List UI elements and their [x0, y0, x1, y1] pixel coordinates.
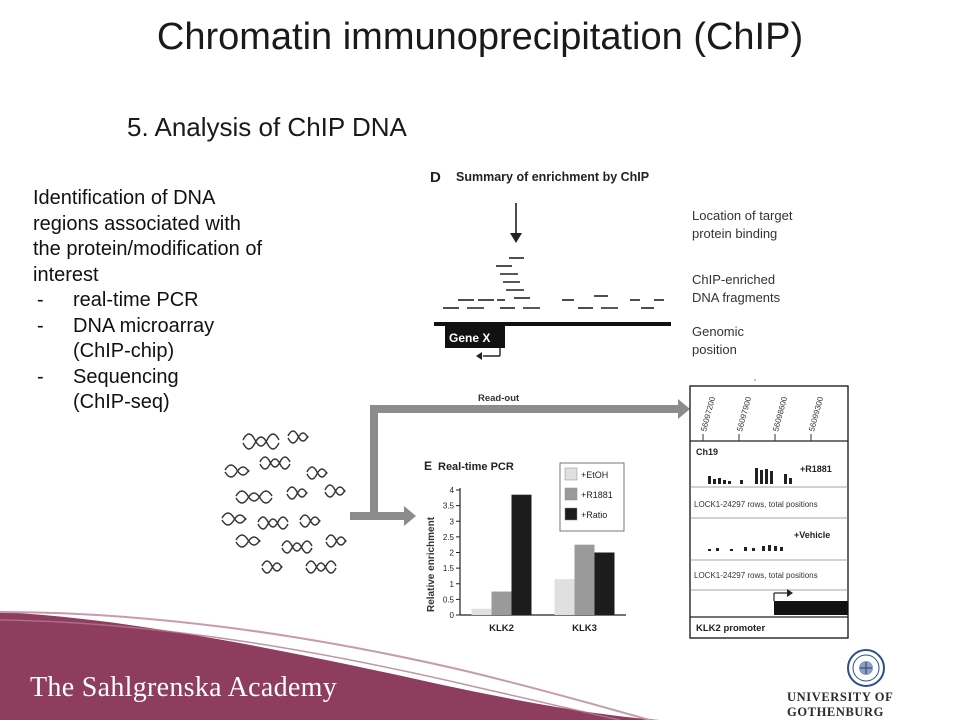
- bullet-item: - real-time PCR: [33, 288, 353, 314]
- university-seal-icon: [847, 649, 885, 687]
- legend-swatch: [564, 467, 578, 481]
- body-line: interest: [33, 263, 99, 286]
- tss-arrow-icon: [476, 348, 501, 360]
- y-tick-label: 4: [450, 486, 455, 495]
- x-tick-label: KLK2: [489, 623, 514, 634]
- bar-klk3-1: [574, 544, 595, 615]
- bullet-continuation: (ChIP-seq): [73, 391, 170, 413]
- label-target: Location of target: [692, 208, 793, 223]
- bullet-dash: -: [37, 365, 44, 388]
- bullet-text: Sequencing: [73, 365, 179, 388]
- gene-box: [445, 326, 505, 348]
- bullet-dash: -: [37, 289, 44, 311]
- bar-klk3-2: [594, 552, 615, 615]
- label-target: protein binding: [692, 226, 777, 241]
- chrom-label: Ch19: [696, 447, 718, 457]
- university-name: UNIVERSITY OF GOTHENBURG: [787, 690, 893, 719]
- academy-name: The Sahlgrenska Academy: [30, 672, 338, 703]
- gene-label: Gene X: [449, 331, 490, 345]
- panel-d-heading: Summary of enrichment by ChIP: [456, 170, 649, 184]
- promoter-block: [774, 601, 848, 615]
- rows-label: LOCK1-24297 rows, total positions: [694, 500, 818, 509]
- chart-legend: +EtOH +R1881 +Ratio: [559, 462, 625, 532]
- genomic-line: [434, 322, 671, 326]
- legend-label: +R1881: [581, 490, 613, 500]
- promoter-arrow-icon: [773, 589, 793, 601]
- bar-klk2-0: [471, 608, 492, 615]
- legend-swatch: [564, 487, 578, 501]
- bullet-dash: -: [37, 314, 44, 337]
- bullet-continuation: (ChIP-chip): [73, 340, 175, 362]
- bar-klk2-1: [491, 591, 512, 615]
- position-ticks: [702, 434, 812, 441]
- vehicle-label: +Vehicle: [794, 530, 830, 540]
- chart-title: Real-time PCR: [438, 461, 514, 473]
- label-fragments: ChIP-enriched: [692, 272, 775, 287]
- readout-arrows: [350, 399, 690, 526]
- x-tick-label: KLK3: [572, 623, 597, 634]
- tracks-frame: [689, 385, 849, 639]
- y-tick-label: 1: [450, 580, 455, 589]
- panel-e-letter: E: [424, 459, 432, 473]
- body-line: the protein/modification of: [33, 238, 263, 260]
- label-genomic: position: [692, 342, 737, 357]
- y-tick-label: 0: [450, 611, 455, 620]
- bullet-item: - Sequencing: [33, 365, 353, 391]
- bullet-text: real-time PCR: [73, 289, 199, 311]
- y-tick-label: 2: [450, 549, 455, 558]
- bullet-item: - DNA microarray: [33, 314, 353, 340]
- y-axis-label: Relative enrichment: [426, 516, 437, 612]
- r1881-track: [708, 468, 792, 484]
- chip-fragments: [443, 257, 664, 309]
- bar-klk2-2: [511, 494, 532, 615]
- body-line: regions associated with: [33, 212, 241, 235]
- legend-swatch: [564, 507, 578, 521]
- legend-label: +Ratio: [581, 510, 607, 520]
- vehicle-track: [708, 545, 783, 551]
- slide-title: Chromatin immunoprecipitation (ChIP): [156, 16, 804, 58]
- chart-bars: [471, 494, 615, 615]
- y-tick-label: 3: [450, 517, 455, 526]
- body-line: Identification of DNA: [33, 187, 216, 209]
- promoter-label: KLK2 promoter: [696, 623, 765, 634]
- y-tick-label: 2.5: [443, 533, 455, 542]
- bar-klk3-0: [554, 579, 575, 615]
- label-genomic: Genomic: [692, 324, 745, 339]
- y-tick-label: 0.5: [443, 595, 455, 604]
- label-fragments: DNA fragments: [692, 290, 781, 305]
- r1881-label: +R1881: [800, 464, 832, 474]
- slide-subtitle: 5. Analysis of ChIP DNA: [127, 112, 407, 142]
- binding-arrow-icon: [510, 203, 522, 243]
- rows-label: LOCK1-24297 rows, total positions: [694, 571, 818, 580]
- readout-label: Read-out: [478, 393, 520, 404]
- bullet-text: DNA microarray: [73, 314, 215, 337]
- body-text: Identification of DNA regions associated…: [33, 186, 353, 416]
- panel-d-letter: D: [430, 169, 441, 186]
- y-tick-label: 1.5: [443, 564, 455, 573]
- legend-label: +EtOH: [581, 470, 608, 480]
- dna-fragment-icon: [221, 430, 347, 574]
- y-tick-label: 3.5: [443, 502, 455, 511]
